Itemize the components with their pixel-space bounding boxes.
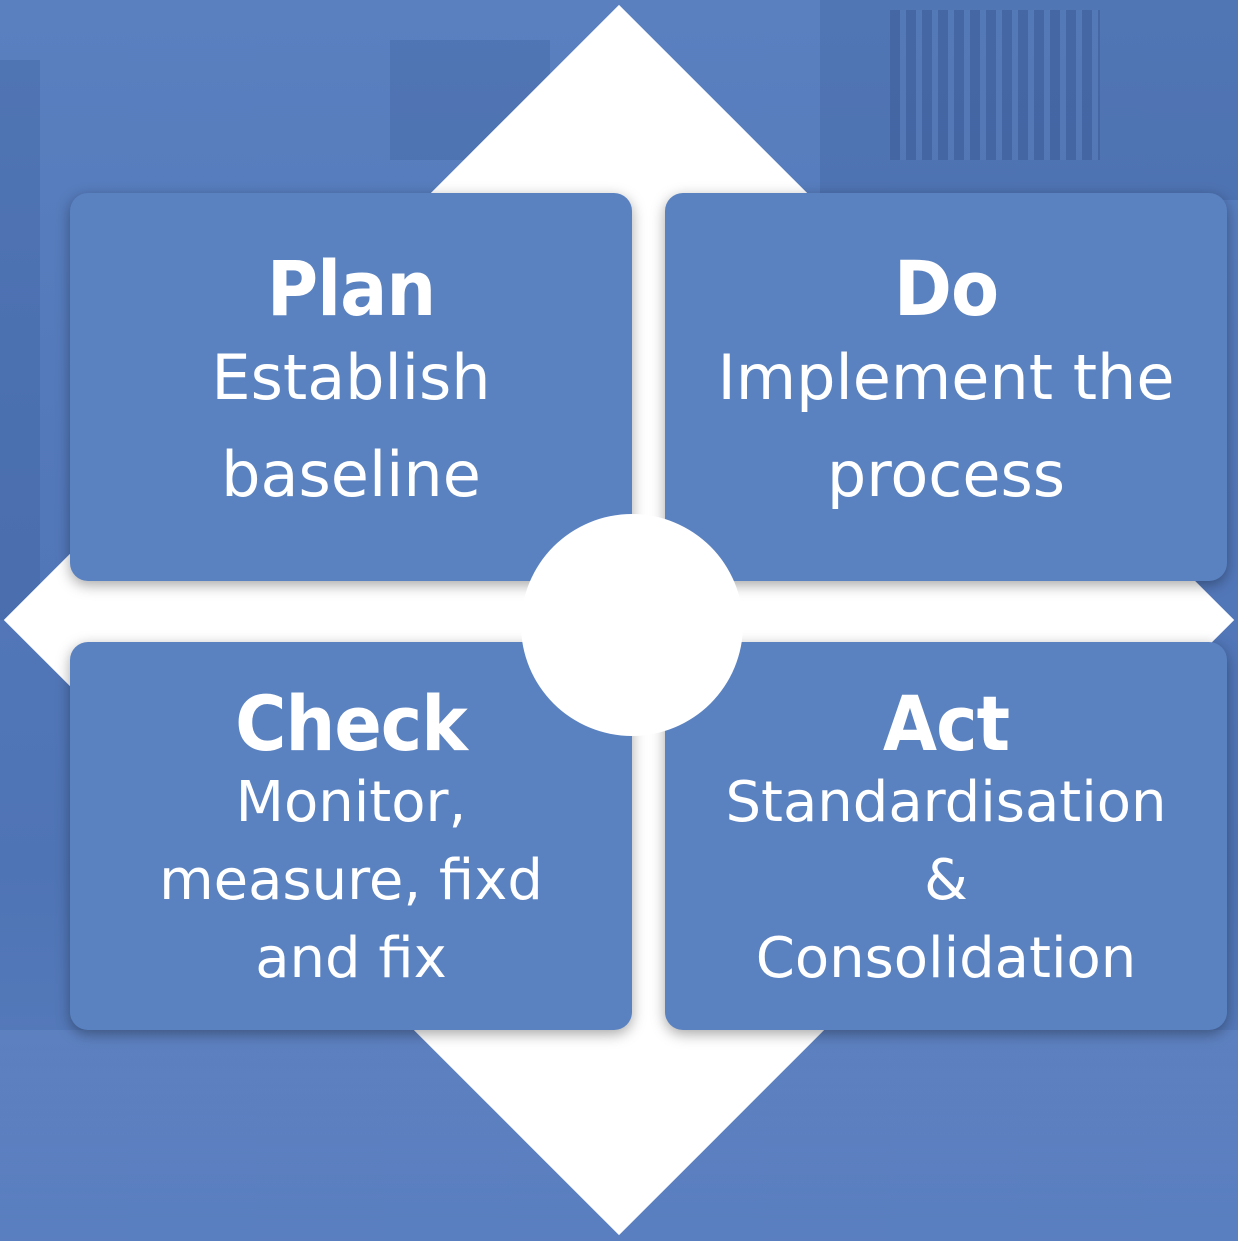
building-left-edge [0,60,40,620]
quadrant-description: Implement the process [717,341,1175,511]
quadrant-check: Check Monitor, measure, fixd and fix [70,642,632,1030]
quadrant-title: Do [893,244,999,334]
quadrant-description: Monitor, measure, fixd and fix [159,770,543,991]
quadrant-plan: Plan Establish baseline [70,193,632,581]
quadrant-description: Establish baseline [211,341,491,511]
center-circle [521,514,743,736]
building-windows [890,10,1100,160]
quadrant-do: Do Implement the process [665,193,1227,581]
quadrant-title: Plan [266,244,436,334]
quadrant-description: Standardisation & Consolidation [725,770,1167,991]
quadrant-title: Check [235,679,468,769]
building-facade [820,0,1238,200]
quadrant-title: Act [882,679,1010,769]
quadrant-act: Act Standardisation & Consolidation [665,642,1227,1030]
